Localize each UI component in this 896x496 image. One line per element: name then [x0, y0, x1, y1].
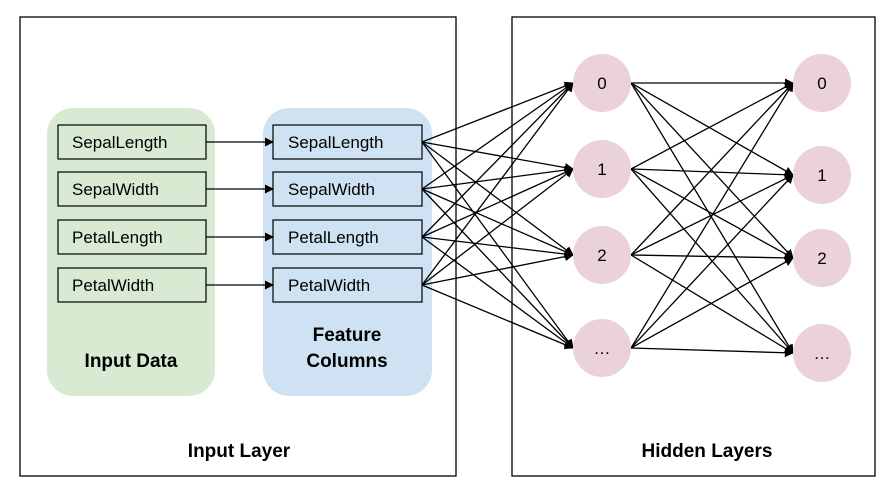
feature-to-hidden-arrow: [421, 284, 574, 350]
feature-to-hidden-arrow: [421, 168, 574, 238]
feature-to-hidden-arrow: [421, 252, 574, 286]
neuron-circle: [573, 226, 631, 284]
hidden-layer-1-neuron: 0: [573, 54, 631, 112]
feature-column-label: PetalLength: [288, 228, 379, 247]
neuron-label: 2: [597, 246, 606, 265]
neuron-circle: [793, 54, 851, 112]
input-field-label: SepalLength: [72, 133, 167, 152]
neuron-label: …: [594, 339, 611, 358]
hidden-to-hidden-arrow: [630, 257, 794, 349]
input-field-label: PetalLength: [72, 228, 163, 247]
feature-column: SepalLength: [272, 124, 423, 160]
feature-to-hidden-arrow: [421, 141, 574, 256]
feature-to-hidden-arrow: [421, 236, 574, 349]
hidden-to-hidden-arrow: [630, 253, 794, 263]
hidden-to-hidden-arrow: [630, 82, 794, 259]
feature-column: PetalLength: [272, 219, 423, 255]
neuron-label: 1: [817, 166, 826, 185]
hidden-layer-2-neuron: 2: [793, 229, 851, 287]
hidden-to-hidden-arrow: [630, 82, 794, 170]
input-layer-title: Input Layer: [188, 441, 291, 462]
feature-column: SepalWidth: [272, 171, 423, 207]
input-field: PetalLength: [57, 219, 207, 255]
feature-column: PetalWidth: [272, 267, 423, 303]
feature-to-hidden-arrow: [421, 236, 574, 259]
feature-columns-title-line2: Columns: [306, 351, 387, 372]
feature-columns-title-line1: Feature: [313, 325, 382, 346]
feature-column-label: PetalWidth: [288, 276, 370, 295]
neuron-label: 1: [597, 160, 606, 179]
hidden-layer-2-neuron: 1: [793, 146, 851, 204]
neuron-circle: [793, 146, 851, 204]
input-data-fields: SepalLength SepalWidth PetalLength Petal…: [57, 124, 207, 303]
neuron-circle: [793, 229, 851, 287]
hidden-to-hidden-arrow: [630, 254, 794, 354]
hidden-to-hidden-arrow: [630, 168, 794, 180]
hidden-to-hidden-arrow: [630, 174, 794, 349]
hidden-layer-2-neuron: 0: [793, 54, 851, 112]
hidden-layer-nodes: 0 1 2 … 0 1 2 …: [573, 54, 851, 382]
feature-to-hidden-arrow: [421, 168, 574, 286]
feature-to-hidden-arrow: [421, 141, 574, 349]
feature-to-hidden-arrow: [421, 188, 574, 256]
input-field-label: SepalWidth: [72, 180, 159, 199]
hidden-to-hidden-arrow: [630, 82, 794, 354]
neuron-label: 0: [817, 74, 826, 93]
input-field: PetalWidth: [57, 267, 207, 303]
feature-to-hidden-arrow: [421, 188, 574, 349]
hidden-to-hidden-arrow: [630, 347, 794, 358]
neuron-circle: [573, 140, 631, 198]
feature-to-hidden-arrow: [421, 81, 574, 143]
neuron-circle: [793, 324, 851, 382]
hidden-to-hidden-arrow: [630, 168, 794, 259]
hidden-layer-1-neuron: …: [573, 319, 631, 377]
input-field-box: [57, 124, 207, 160]
input-data-title: Input Data: [85, 351, 178, 372]
input-field: SepalWidth: [57, 171, 207, 207]
input-field: SepalLength: [57, 124, 207, 160]
hidden-layers-title: Hidden Layers: [642, 441, 773, 462]
feature-column-label: SepalLength: [288, 133, 383, 152]
hidden-layer-1-neuron: 2: [573, 226, 631, 284]
hidden-layer-2-neuron: …: [793, 324, 851, 382]
feature-column-box: [272, 219, 423, 255]
neuron-circle: [573, 54, 631, 112]
neuron-label: …: [814, 344, 831, 363]
input-field-label: PetalWidth: [72, 276, 154, 295]
feature-to-hidden-arrow: [421, 82, 574, 286]
neuron-label: 0: [597, 74, 606, 93]
neuron-label: 2: [817, 249, 826, 268]
hidden-to-hidden-arrow: [630, 82, 794, 349]
connection-edges: [206, 78, 794, 358]
feature-column-fields: SepalLength SepalWidth PetalLength Petal…: [272, 124, 423, 303]
feature-column-label: SepalWidth: [288, 180, 375, 199]
feature-to-hidden-arrow: [421, 82, 574, 238]
feature-column-box: [272, 124, 423, 160]
feature-to-hidden-arrow: [421, 82, 574, 190]
neuron-circle: [573, 319, 631, 377]
feature-to-hidden-arrow: [421, 165, 574, 190]
hidden-to-hidden-arrow: [630, 82, 794, 176]
hidden-layer-1-neuron: 1: [573, 140, 631, 198]
feature-to-hidden-arrow: [421, 141, 574, 173]
hidden-to-hidden-arrow: [630, 82, 794, 256]
input-field-box: [57, 219, 207, 255]
